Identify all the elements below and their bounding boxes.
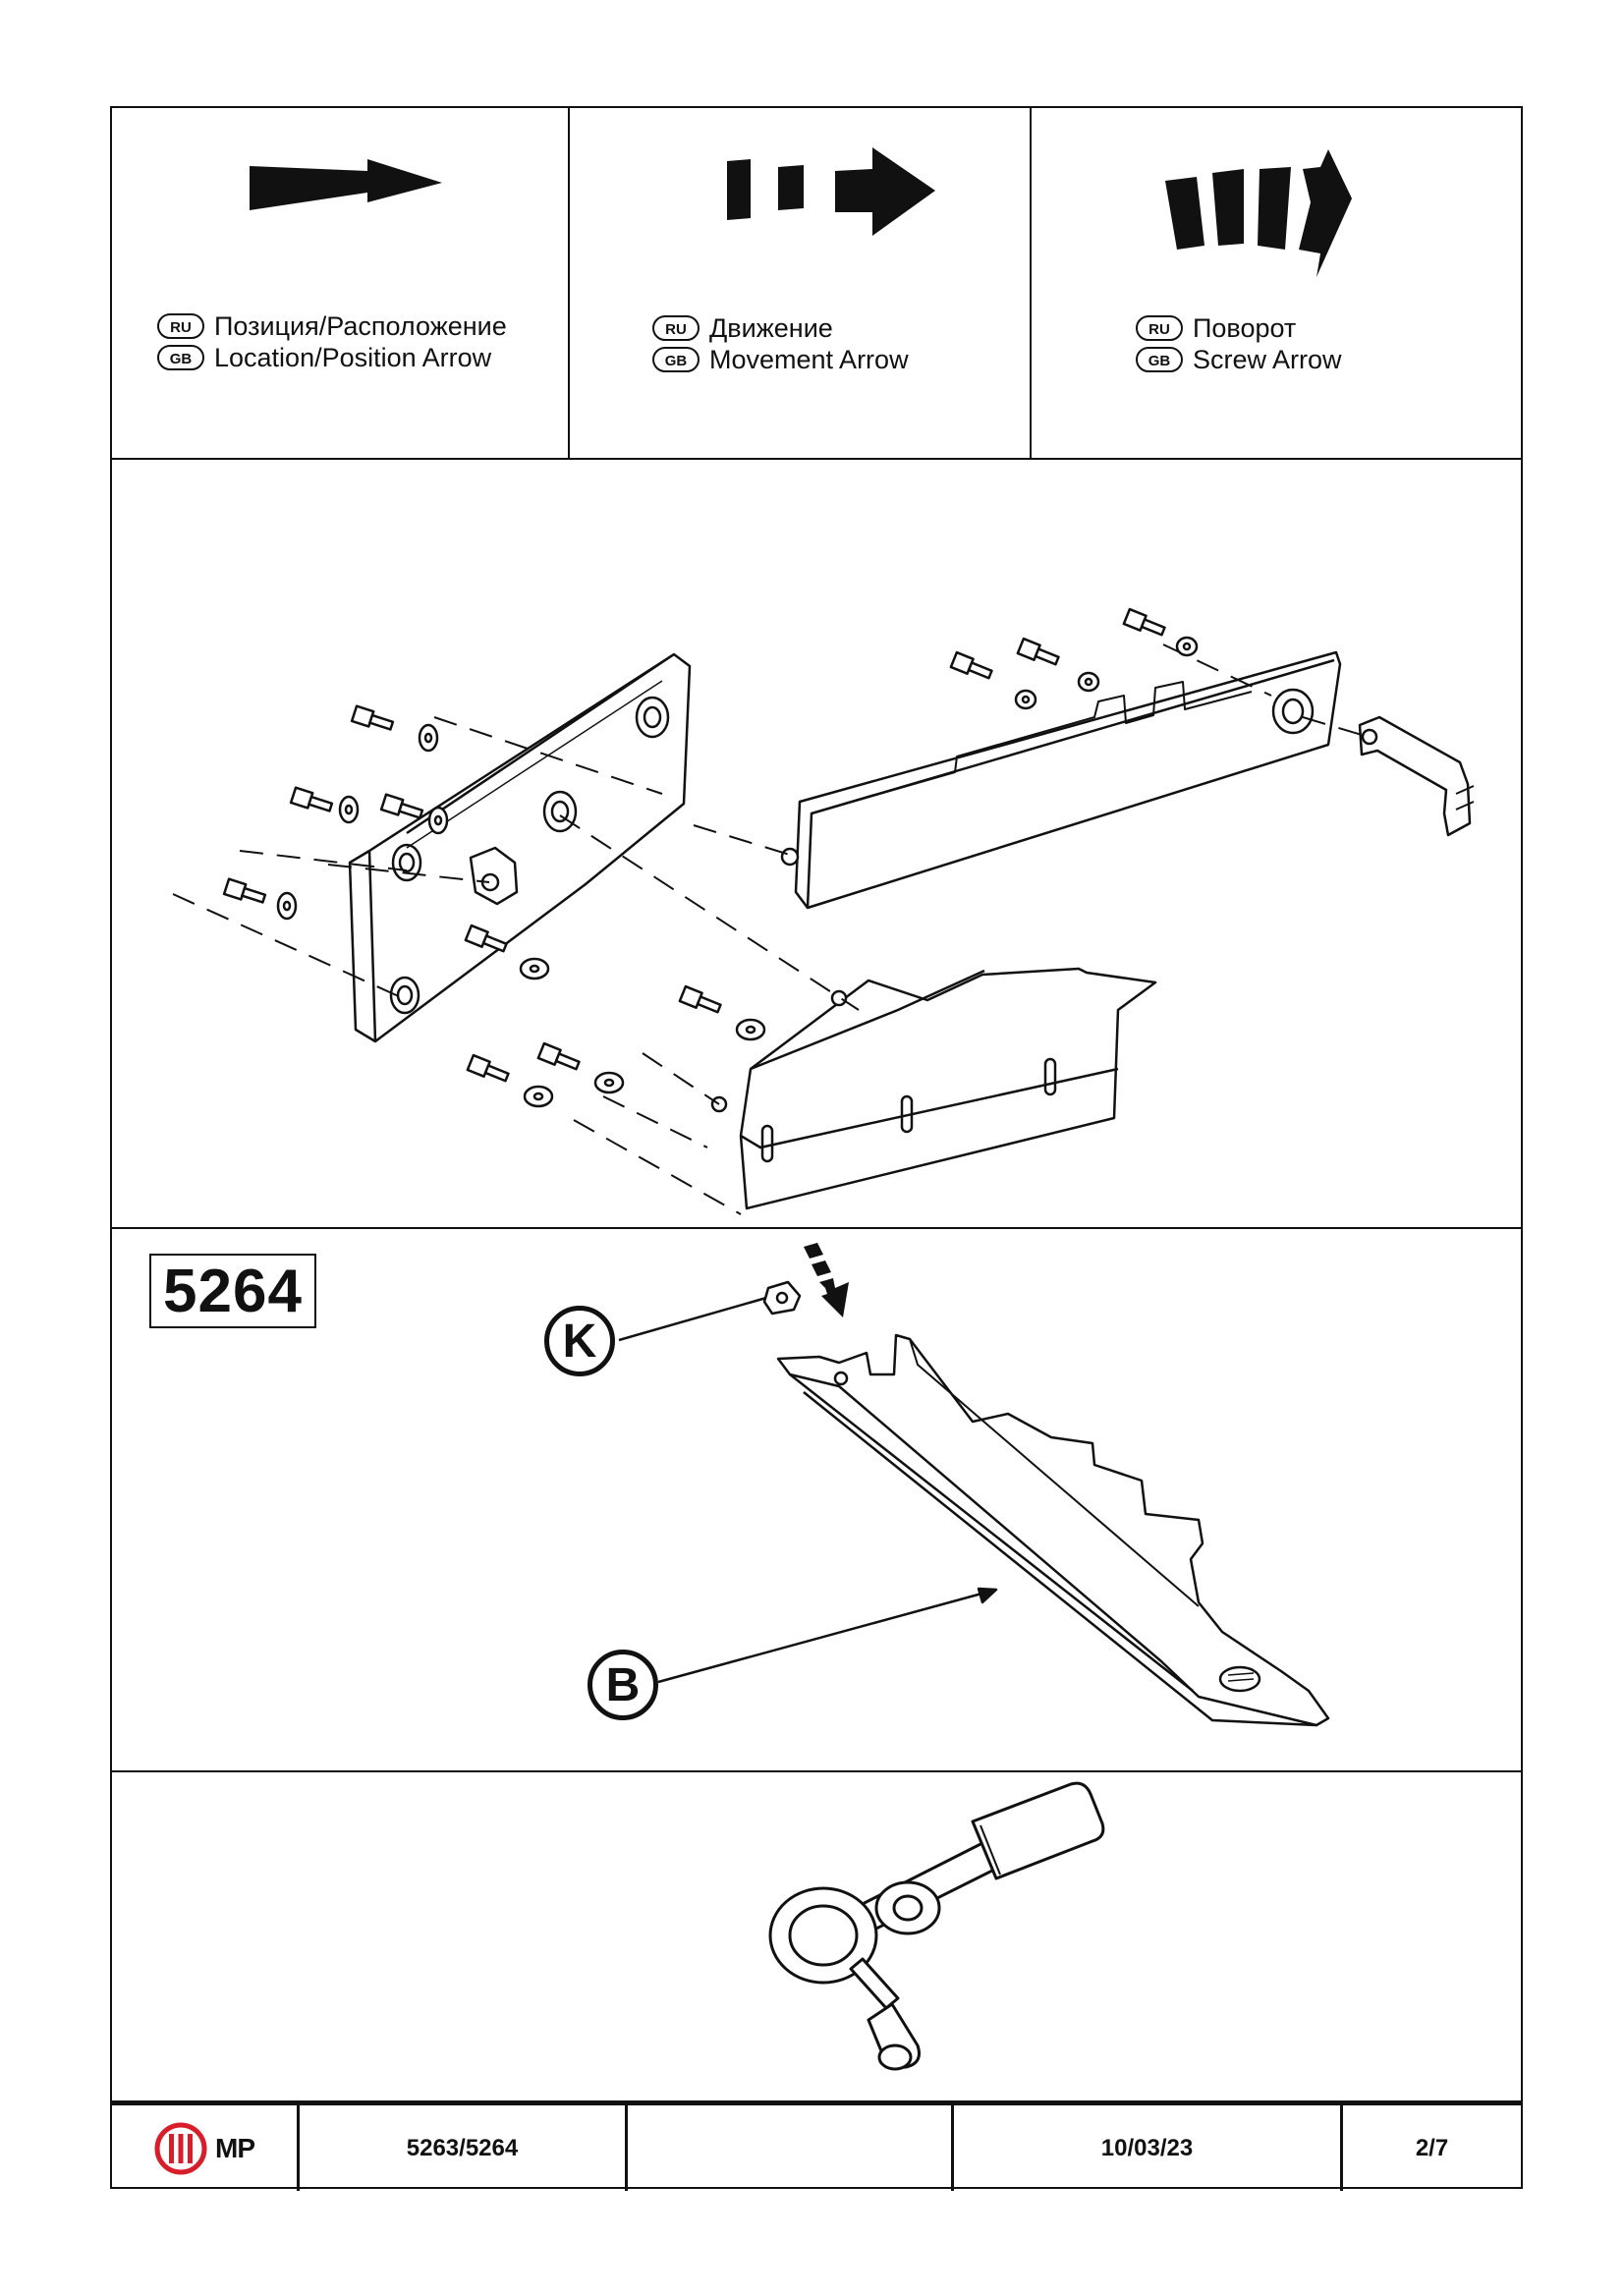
tool-section	[112, 1772, 1521, 2100]
arrow-legend: RU Позиция/Расположение GB Location/Positi…	[112, 108, 1521, 460]
skid-plate-b	[776, 1333, 1330, 1727]
step-5264-section: 5264	[112, 1229, 1521, 1772]
legend-screw-cell: RU Поворот GB Screw Arrow	[1030, 108, 1525, 458]
legend-ru-label: Позиция/Расположение	[214, 311, 507, 341]
gb-badge: GB	[157, 345, 204, 370]
page-number: 2/7	[1340, 2105, 1521, 2191]
legend-ru-label: Движение	[709, 313, 833, 343]
angle-bracket	[1358, 715, 1475, 837]
callout-k: K	[544, 1306, 615, 1376]
logo-text: MP	[215, 2132, 255, 2163]
screw-arrow-icon	[1165, 149, 1352, 277]
clip-nut-k	[762, 1280, 802, 1316]
legend-movement-cell: RU Движение GB Movement Arrow	[568, 108, 1030, 458]
ru-badge: RU	[652, 315, 700, 341]
movement-arrow-icon	[727, 147, 935, 236]
legend-gb-label: Movement Arrow	[709, 345, 909, 374]
exploded-assembly-view	[112, 460, 1521, 1229]
skid-plate-b-drawing	[618, 1243, 1330, 1727]
legend-location-cell: RU Позиция/Расположение GB Location/Positi…	[112, 108, 568, 458]
document-date: 10/03/23	[951, 2105, 1340, 2191]
mp-logo-icon	[154, 2122, 207, 2174]
callout-b: B	[588, 1650, 658, 1720]
gb-badge: GB	[652, 347, 700, 372]
ru-badge: RU	[157, 313, 204, 339]
insertion-movement-arrow	[804, 1243, 849, 1317]
fasteners	[222, 607, 1199, 1108]
title-block-footer: MP 5263/5264 10/03/23 2/7	[112, 2100, 1521, 2191]
instruction-sheet-frame: RU Позиция/Расположение GB Location/Positi…	[110, 106, 1523, 2191]
part-number-label: 5264	[149, 1254, 316, 1328]
blank-cell	[625, 2105, 951, 2191]
upper-channel	[780, 650, 1342, 910]
lower-skid-plate	[710, 967, 1157, 1210]
bracket-assembly-drawing	[172, 607, 1475, 1215]
left-plate	[348, 652, 692, 1043]
location-arrow-icon	[250, 159, 442, 210]
ratchet-wrench-icon	[768, 1781, 1105, 2071]
gb-badge: GB	[1136, 347, 1183, 372]
document-number: 5263/5264	[297, 2105, 625, 2191]
ru-badge: RU	[1136, 315, 1183, 341]
legend-ru-label: Поворот	[1193, 313, 1297, 343]
footer-logo-cell: MP	[112, 2105, 297, 2191]
legend-gb-label: Location/Position Arrow	[214, 343, 492, 372]
legend-gb-label: Screw Arrow	[1193, 345, 1342, 374]
